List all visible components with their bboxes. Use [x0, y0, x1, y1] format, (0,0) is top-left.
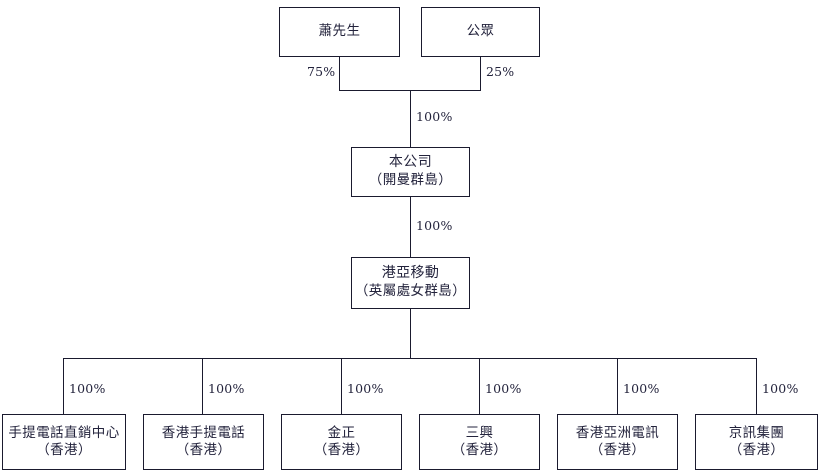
- stake-label-public: 25%: [486, 64, 515, 79]
- stake-label-subsidiary-1: 100%: [69, 381, 106, 396]
- node-label-primary: 公眾: [466, 23, 495, 40]
- node-label-primary: 手提電話直銷中心: [8, 424, 120, 441]
- node-label-primary: 三興: [465, 424, 494, 441]
- connector-subsidiary-drop-1: [63, 358, 64, 414]
- node-label-primary: 港亞移動: [381, 265, 440, 282]
- node-label-primary: 金正: [327, 424, 356, 441]
- node-label-primary: 本公司: [388, 154, 433, 171]
- node-king-shun-group[interactable]: 京訊集團 （香港）: [695, 414, 818, 470]
- connector-subsidiary-drop-5: [617, 358, 618, 414]
- node-sam-hing[interactable]: 三興 （香港）: [419, 414, 540, 470]
- connector-bus-to-company: [410, 90, 411, 147]
- node-label-primary: 香港手提電話: [161, 424, 246, 441]
- node-label-jurisdiction: （香港）: [589, 442, 646, 458]
- stake-label-mr-siu: 75%: [307, 64, 336, 79]
- stake-label-company: 100%: [416, 109, 453, 124]
- connector-company-to-intermediate: [410, 197, 411, 257]
- node-kam-ching[interactable]: 金正 （香港）: [281, 414, 402, 470]
- stake-label-subsidiary-3: 100%: [347, 381, 384, 396]
- connector-intermediate-drop: [410, 309, 411, 358]
- node-label-jurisdiction: （開曼群島）: [368, 172, 453, 189]
- connector-subsidiary-drop-4: [479, 358, 480, 414]
- node-label-jurisdiction: （香港）: [728, 442, 785, 458]
- connector-mr-siu-drop: [339, 57, 340, 90]
- node-our-company[interactable]: 本公司 （開曼群島）: [351, 147, 470, 197]
- node-label-jurisdiction: （香港）: [313, 442, 370, 458]
- node-hong-kong-mobile-phone[interactable]: 香港手提電話 （香港）: [143, 414, 264, 470]
- connector-public-drop: [480, 57, 481, 90]
- node-hk-asia-mobile[interactable]: 港亞移動 （英屬處女群島）: [351, 257, 470, 309]
- node-mobile-phone-direct-sales-centre[interactable]: 手提電話直銷中心 （香港）: [2, 414, 126, 470]
- stake-label-subsidiary-2: 100%: [208, 381, 245, 396]
- node-label-primary: 香港亞洲電訊: [575, 424, 660, 441]
- node-label-jurisdiction: （香港）: [175, 442, 232, 458]
- node-label-jurisdiction: （香港）: [36, 442, 92, 458]
- node-label-jurisdiction: （英屬處女群島）: [354, 283, 467, 300]
- connector-subsidiary-bus: [63, 358, 756, 359]
- node-label-primary: 蕭先生: [318, 23, 361, 40]
- node-mr-siu[interactable]: 蕭先生: [279, 7, 400, 57]
- node-label-jurisdiction: （香港）: [451, 442, 508, 458]
- stake-label-intermediate: 100%: [416, 218, 453, 233]
- connector-subsidiary-drop-2: [202, 358, 203, 414]
- node-hong-kong-asia-telecom[interactable]: 香港亞洲電訊 （香港）: [557, 414, 678, 470]
- stake-label-subsidiary-4: 100%: [485, 381, 522, 396]
- node-public[interactable]: 公眾: [421, 7, 540, 57]
- connector-subsidiary-drop-6: [756, 358, 757, 414]
- connector-subsidiary-drop-3: [341, 358, 342, 414]
- stake-label-subsidiary-5: 100%: [623, 381, 660, 396]
- node-label-primary: 京訊集團: [728, 424, 785, 441]
- stake-label-subsidiary-6: 100%: [762, 381, 799, 396]
